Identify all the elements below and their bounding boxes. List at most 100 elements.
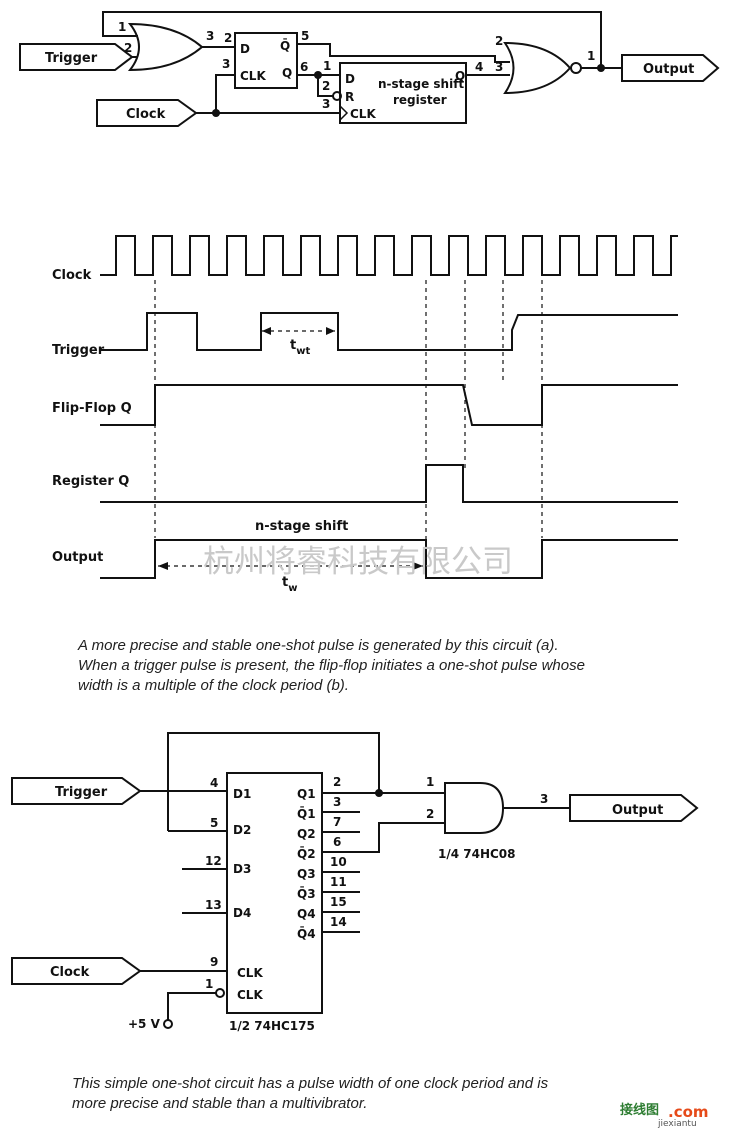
sr-title-2: register xyxy=(393,93,447,107)
trigger-input-a: Trigger xyxy=(19,43,134,71)
pin-q3bar: 11 xyxy=(330,875,347,889)
input-d1-label: D1 xyxy=(233,787,251,801)
and-gate xyxy=(444,782,505,834)
pin-nor-3: 3 xyxy=(495,60,503,74)
pin-sr-q: 4 xyxy=(475,60,483,74)
clock-input-b: Clock xyxy=(11,957,142,985)
caption-a-line2: When a trigger pulse is present, the fli… xyxy=(78,657,585,674)
pin-and-1: 1 xyxy=(426,775,434,789)
pin-ff-q: 6 xyxy=(300,60,308,74)
pin-nor-2: 2 xyxy=(495,34,503,48)
nor-gate xyxy=(503,41,572,95)
ff-qbar-label: Q̄ xyxy=(280,38,290,53)
caption-a-line3: width is a multiple of the clock period … xyxy=(78,677,349,694)
sr-title-1: n-stage shift xyxy=(378,77,464,91)
pin-d2: 5 xyxy=(210,816,218,830)
pin-clk: 9 xyxy=(210,955,218,969)
output-q3bar-label: Q̄3 xyxy=(297,886,316,901)
output-q3-label: Q3 xyxy=(297,867,316,881)
output-terminal-b: Output xyxy=(569,794,699,822)
clock-input-a: Clock xyxy=(96,99,198,127)
pin-q4: 15 xyxy=(330,895,347,909)
circuit-b: Trigger Clock 1/2 74HC175 D1 D2 D3 D4 4 … xyxy=(11,732,699,1033)
ff-clk-label: CLK xyxy=(240,69,266,83)
signal-label-output: Output xyxy=(52,550,103,565)
clock-label-b: Clock xyxy=(50,965,90,980)
clk-label: CLK xyxy=(237,966,263,980)
flip-flop-box xyxy=(234,32,298,89)
watermark-cn: 杭州将睿科技有限公司 xyxy=(203,544,513,580)
ff-q-label: Q xyxy=(282,66,292,80)
output-q2bar-label: Q̄2 xyxy=(297,846,316,861)
output-q4bar-label: Q̄4 xyxy=(297,926,316,941)
output-label-a: Output xyxy=(643,62,694,77)
pin-q1bar: 3 xyxy=(333,795,341,809)
site-watermark-en: jiexiantu xyxy=(657,1119,697,1128)
pin-d1: 4 xyxy=(210,776,218,790)
circuit-a: Trigger Clock D CLK Q̄ Q D R CLK Q n-sta… xyxy=(19,11,720,127)
sr-r-label: R xyxy=(345,90,354,104)
pin-sr-d: 1 xyxy=(323,59,331,73)
pin-q1: 2 xyxy=(333,775,341,789)
trigger-input-b: Trigger xyxy=(11,777,142,805)
or-gate xyxy=(127,22,204,72)
signal-label-trigger: Trigger xyxy=(52,343,105,358)
output-terminal-a: Output xyxy=(621,54,720,82)
twt-label: twt xyxy=(290,338,310,357)
timing-diagram: Clock Trigger Flip-Flop Q Register Q Out… xyxy=(52,235,678,594)
pin-or-3: 3 xyxy=(206,29,214,43)
pin-nor-1: 1 xyxy=(587,49,595,63)
pin-and-2: 2 xyxy=(426,807,434,821)
caption-a: A more precise and stable one-shot pulse… xyxy=(77,637,585,694)
ff-d-label: D xyxy=(240,42,250,56)
pin-q4bar: 14 xyxy=(330,915,347,929)
caption-a-line1: A more precise and stable one-shot pulse… xyxy=(77,637,559,654)
trigger-waveform xyxy=(100,312,678,351)
pin-or-1: 1 xyxy=(118,20,126,34)
caption-b-line2: more precise and stable than a multivibr… xyxy=(72,1095,367,1112)
pin-and-3: 3 xyxy=(540,792,548,806)
sr-clk-label: CLK xyxy=(350,107,376,121)
pin-or-2: 2 xyxy=(124,41,132,55)
output-q1-label: Q1 xyxy=(297,787,316,801)
output-q4-label: Q4 xyxy=(297,907,316,921)
caption-b-line1: This simple one-shot circuit has a pulse… xyxy=(72,1075,549,1092)
vcc-label: +5 V xyxy=(128,1017,161,1031)
pin-q3: 10 xyxy=(330,855,347,869)
input-d2-label: D2 xyxy=(233,823,251,837)
trigger-label-a: Trigger xyxy=(45,51,98,66)
ic-name: 1/2 74HC175 xyxy=(229,1019,315,1033)
input-d3-label: D3 xyxy=(233,862,251,876)
site-watermark: 接线图 .com jiexiantu xyxy=(620,1102,709,1128)
signal-label-clock: Clock xyxy=(52,268,92,283)
pin-ff-qbar: 5 xyxy=(301,29,309,43)
pin-d3: 12 xyxy=(205,854,222,868)
clock-label-a: Clock xyxy=(126,107,166,122)
registerq-waveform xyxy=(100,464,678,503)
pin-q2: 7 xyxy=(333,815,341,829)
output-label-b: Output xyxy=(612,803,663,818)
sr-d-label: D xyxy=(345,72,355,86)
ffq-waveform xyxy=(100,384,678,426)
trigger-label-b: Trigger xyxy=(55,785,108,800)
pin-sr-r: 2 xyxy=(322,79,330,93)
output-waveform xyxy=(100,539,678,579)
clkbar-label: CLK xyxy=(237,988,263,1002)
pin-d4: 13 xyxy=(205,898,222,912)
pin-ff-clk: 3 xyxy=(222,57,230,71)
sr-q-label: Q xyxy=(455,69,465,83)
output-q2-label: Q2 xyxy=(297,827,316,841)
gate-name: 1/4 74HC08 xyxy=(438,847,516,861)
output-q1bar-label: Q̄1 xyxy=(297,806,316,821)
pin-q2bar: 6 xyxy=(333,835,341,849)
signal-label-ffq: Flip-Flop Q xyxy=(52,401,132,416)
site-watermark-cn: 接线图 xyxy=(620,1102,659,1118)
tw-label: tw xyxy=(282,575,297,594)
nstage-label: n-stage shift xyxy=(255,519,348,534)
pin-sr-clk: 3 xyxy=(322,97,330,111)
signal-label-registerq: Register Q xyxy=(52,474,129,489)
clock-waveform xyxy=(100,235,678,276)
input-d4-label: D4 xyxy=(233,906,251,920)
pin-ff-d: 2 xyxy=(224,31,232,45)
